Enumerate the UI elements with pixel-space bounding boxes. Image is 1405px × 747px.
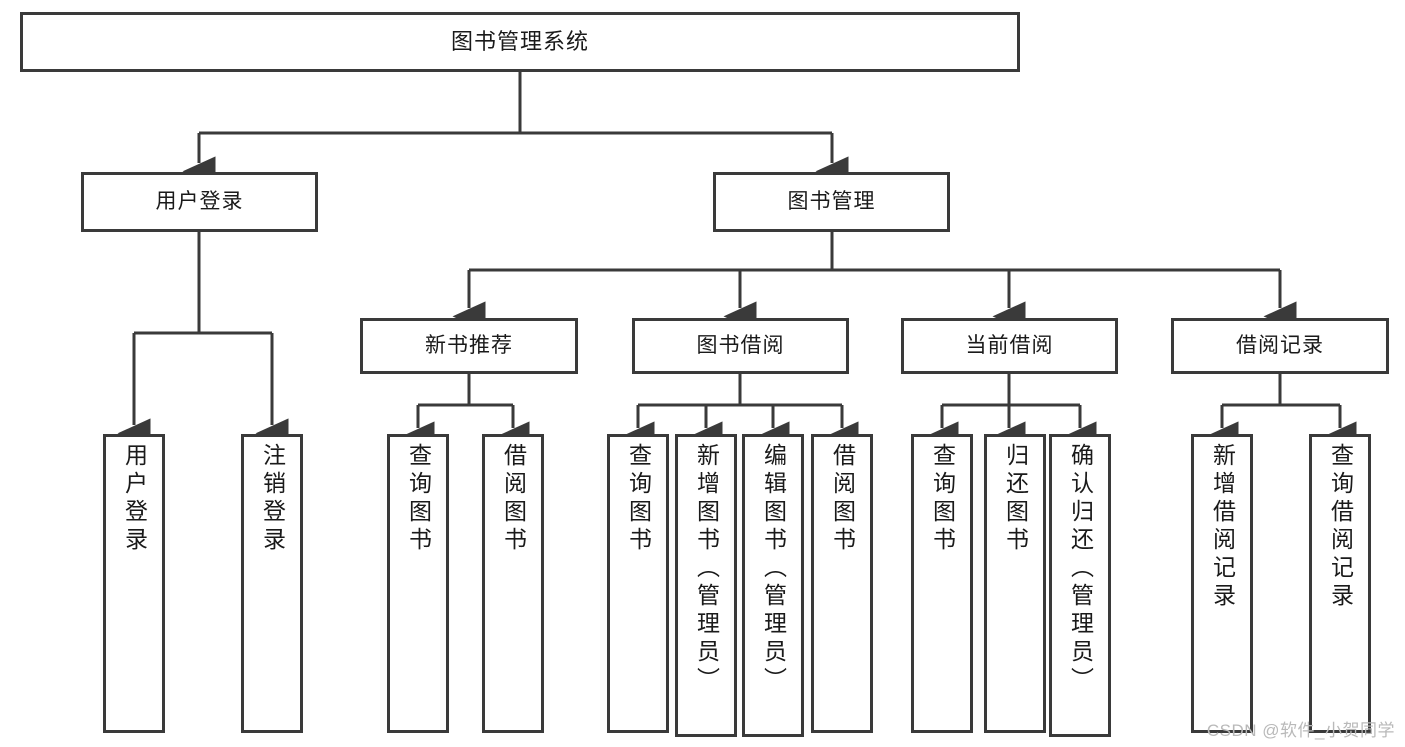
leaf-query-borrow-record[interactable]: 查询借阅记录 [1309, 434, 1371, 733]
node-label: 借阅图书 [829, 443, 856, 555]
node-label: 用户登录 [121, 443, 148, 555]
leaf-add-book-admin[interactable]: 新增图书（管理员） [675, 434, 737, 737]
leaf-user-login[interactable]: 用户登录 [103, 434, 165, 733]
leaf-edit-book-admin[interactable]: 编辑图书（管理员） [742, 434, 804, 737]
csdn-watermark: CSDN @软件_小贺同学 [1206, 721, 1395, 740]
node-label: 查询图书 [405, 443, 432, 555]
node-label: 确认归还（管理员） [1067, 443, 1094, 695]
leaf-add-borrow-record[interactable]: 新增借阅记录 [1191, 434, 1253, 733]
leaf-borrow-query-book[interactable]: 查询图书 [607, 434, 669, 733]
node-label: 借阅图书 [500, 443, 527, 555]
node-label: 注销登录 [259, 443, 286, 555]
node-label: 新增借阅记录 [1209, 443, 1236, 611]
leaf-confirm-return-admin[interactable]: 确认归还（管理员） [1049, 434, 1111, 737]
node-label: 查询图书 [929, 443, 956, 555]
leaf-recommend-query-book[interactable]: 查询图书 [387, 434, 449, 733]
node-label: 编辑图书（管理员） [760, 443, 787, 695]
node-label: 新增图书（管理员） [693, 443, 720, 695]
node-borrow-record[interactable]: 借阅记录 [1171, 318, 1389, 374]
leaf-return-book[interactable]: 归还图书 [984, 434, 1046, 733]
node-user-login[interactable]: 用户登录 [81, 172, 318, 232]
leaf-borrow-book[interactable]: 借阅图书 [811, 434, 873, 733]
node-label: 借阅记录 [1236, 333, 1324, 357]
node-label: 图书管理系统 [450, 29, 589, 55]
node-new-book-recommend[interactable]: 新书推荐 [360, 318, 578, 374]
node-book-management[interactable]: 图书管理 [713, 172, 950, 232]
leaf-recommend-borrow-book[interactable]: 借阅图书 [482, 434, 544, 733]
node-label: 新书推荐 [425, 333, 513, 357]
node-label: 归还图书 [1002, 443, 1029, 555]
node-label: 图书管理 [787, 189, 876, 213]
node-root-book-management-system[interactable]: 图书管理系统 [20, 12, 1020, 72]
node-label: 查询借阅记录 [1327, 443, 1354, 611]
leaf-logout[interactable]: 注销登录 [241, 434, 303, 733]
node-current-borrow[interactable]: 当前借阅 [901, 318, 1118, 374]
node-label: 用户登录 [155, 189, 244, 213]
leaf-current-query-book[interactable]: 查询图书 [911, 434, 973, 733]
node-label: 查询图书 [625, 443, 652, 555]
node-book-borrow[interactable]: 图书借阅 [632, 318, 849, 374]
node-label: 图书借阅 [696, 333, 785, 357]
node-label: 当前借阅 [965, 333, 1054, 357]
